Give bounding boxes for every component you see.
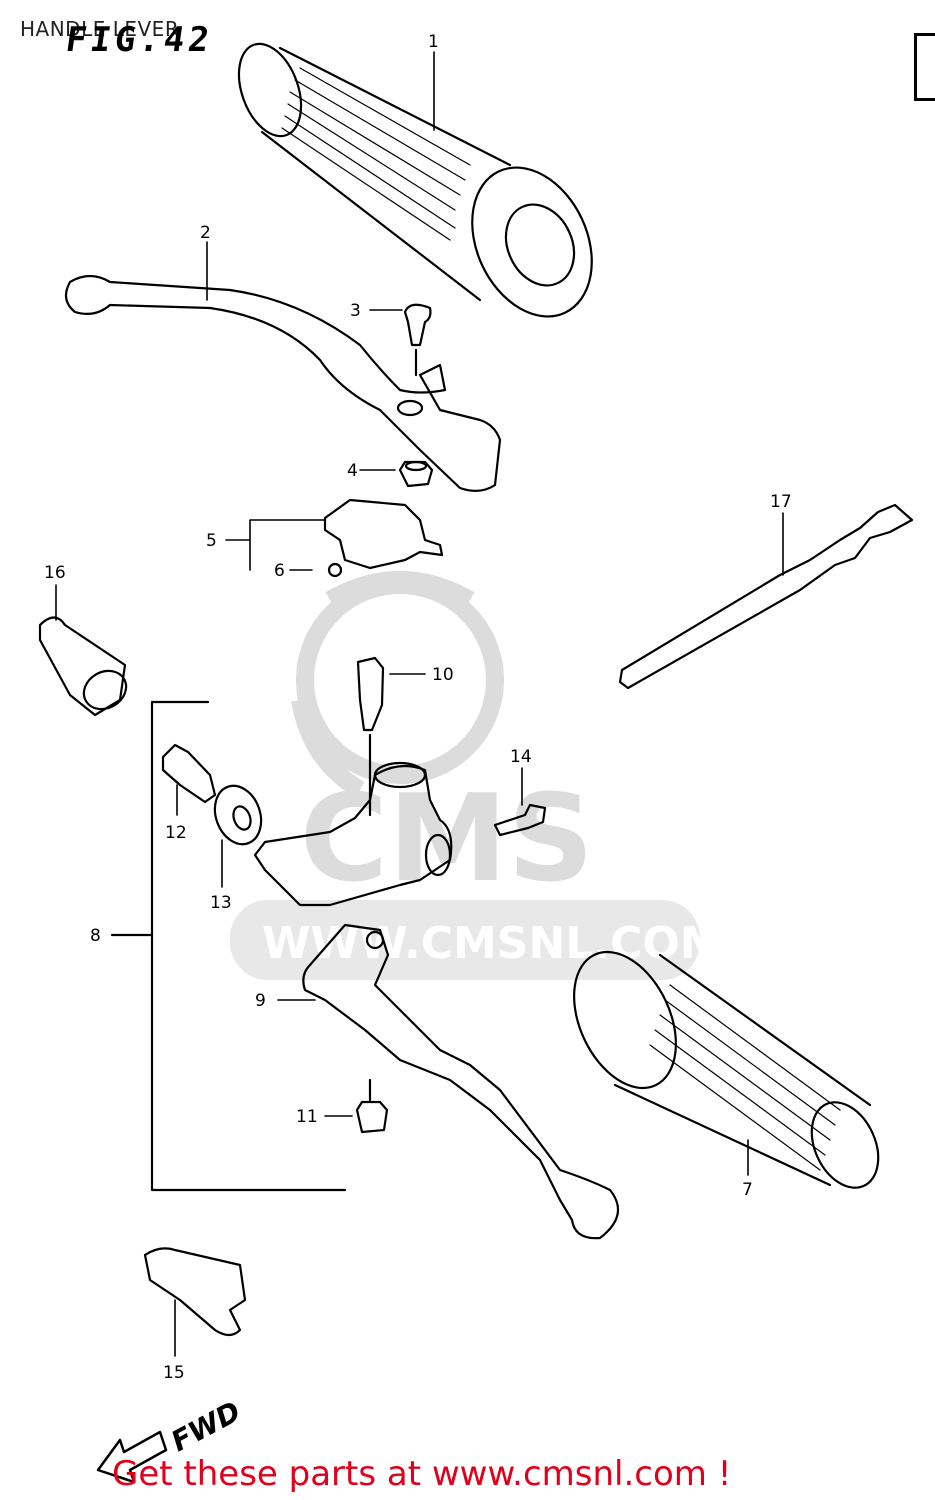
callout-7: 7 (742, 1180, 753, 1200)
cover-part-16 (38, 616, 128, 717)
callout-12: 12 (165, 823, 187, 843)
leader-lines (55, 51, 784, 1357)
figure-number: FIG.42 (63, 20, 216, 60)
callout-17: 17 (770, 492, 792, 512)
promo-link[interactable]: Get these parts at www.cmsnl.com ! (112, 1454, 732, 1494)
switch-part-5 (323, 498, 444, 578)
bolt-part-3 (403, 303, 432, 377)
adjuster-part-12 (161, 743, 217, 804)
callout-2: 2 (200, 223, 211, 243)
boot-part-15 (143, 1247, 247, 1337)
callout-8: 8 (90, 926, 101, 946)
cable-tie-part-17 (618, 503, 914, 690)
callout-10: 10 (432, 665, 454, 685)
callout-11: 11 (296, 1107, 318, 1127)
bolt-part-10 (356, 656, 385, 817)
callout-3: 3 (350, 301, 361, 321)
clutch-lever-part-9 (302, 923, 620, 1240)
assembly-bracket-part-8 (110, 700, 347, 1192)
locknut-part-13 (213, 784, 263, 846)
grip-part-7 (573, 950, 880, 1189)
grip-part-1 (237, 42, 593, 318)
callout-5: 5 (206, 531, 217, 551)
nut-part-11 (355, 1078, 389, 1134)
screw-part-14 (493, 803, 547, 837)
callout-6: 6 (274, 561, 285, 581)
callout-4: 4 (347, 461, 358, 481)
callout-1: 1 (428, 32, 439, 52)
corner-box (914, 33, 935, 101)
callout-13: 13 (210, 893, 232, 913)
watermark-site: WWW.CMSNL.COM (262, 918, 724, 969)
callout-16: 16 (44, 563, 66, 583)
cms-watermark: CMS WWW.CMSNL.COM (230, 571, 724, 980)
callout-9: 9 (255, 991, 266, 1011)
brake-lever-part-2 (64, 274, 502, 492)
watermark-brand: CMS (300, 770, 594, 909)
diagram-title: HANDLE LEVER (20, 17, 180, 41)
callout-numbers: 1 2 3 4 5 6 7 8 9 10 11 12 13 14 15 16 1… (44, 32, 792, 1458)
callout-14: 14 (510, 747, 532, 767)
nut-part-4 (398, 460, 434, 488)
callout-15: 15 (163, 1363, 185, 1383)
lever-holder (253, 761, 453, 907)
fwd-label: FWD (166, 1395, 246, 1459)
fwd-arrow-icon (96, 1430, 168, 1484)
